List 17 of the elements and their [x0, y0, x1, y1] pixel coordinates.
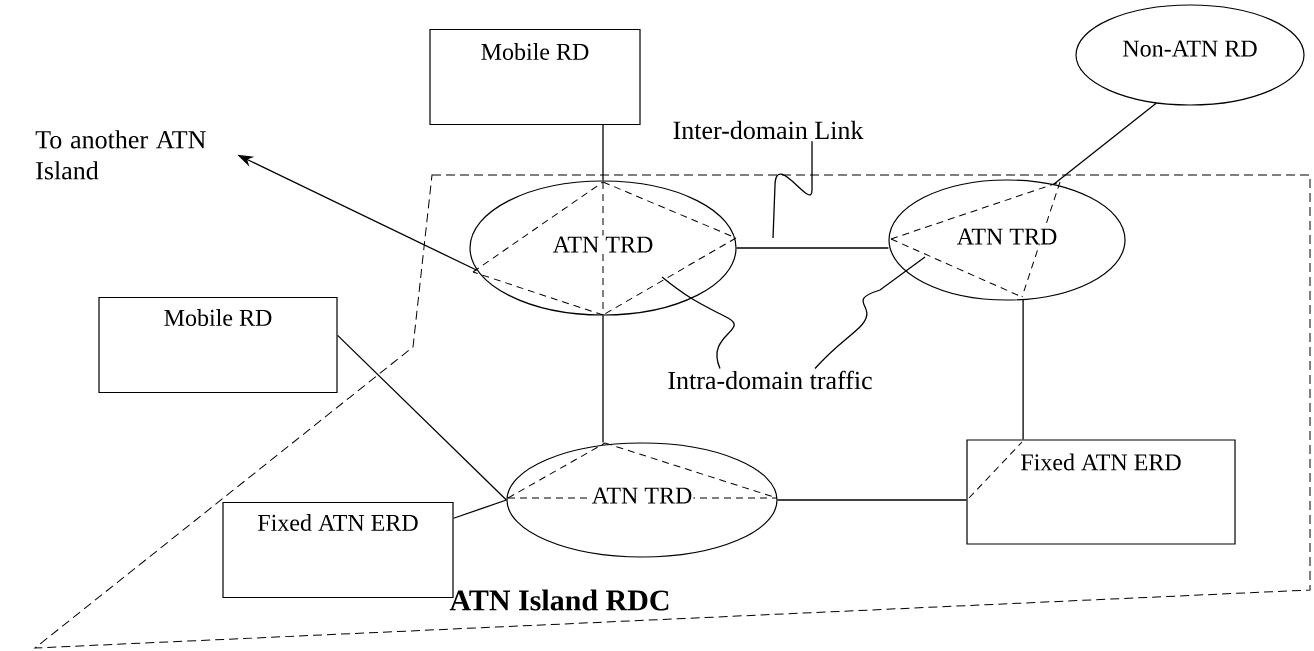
- callout-text: Inter-domain Link: [673, 120, 864, 140]
- leader-line: [772, 140, 813, 239]
- connector-line: [735, 247, 890, 249]
- connector-line: [814, 256, 926, 370]
- connector-line: [602, 314, 604, 444]
- callout-text: Intra-domain traffic: [668, 370, 872, 390]
- domain-box: Fixed ATN ERD: [966, 439, 1236, 545]
- connector-line: [336, 334, 508, 501]
- domain-box: Mobile RD: [429, 28, 641, 126]
- domain-box: Mobile RD: [98, 296, 338, 394]
- connector-line: [1053, 102, 1157, 185]
- connector-line: [602, 124, 604, 182]
- domain-box: Fixed ATN ERD: [222, 501, 454, 599]
- connector-line: [452, 499, 508, 519]
- connector-line: [1022, 299, 1024, 441]
- connector-line: [661, 276, 735, 370]
- connector-line: [776, 499, 968, 501]
